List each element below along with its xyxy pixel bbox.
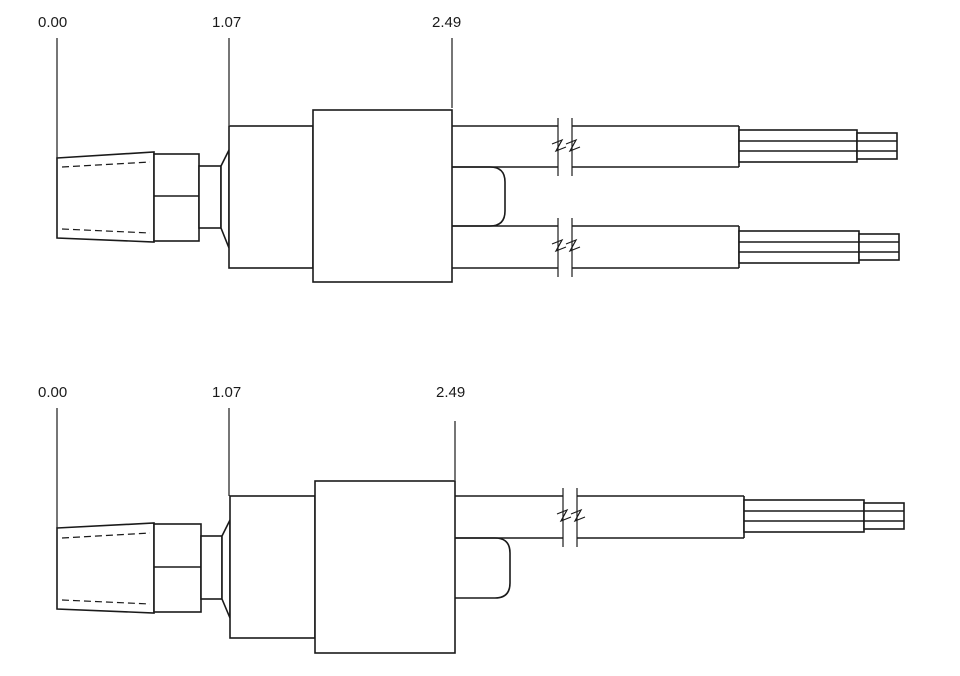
threaded-fitting [56, 151, 155, 243]
threaded-fitting [56, 522, 155, 614]
cable-upper [452, 118, 898, 176]
dimension-label-2: 2.49 [436, 384, 465, 401]
strain-relief [455, 537, 511, 599]
drawing-bottom: 0.00 1.07 2.49 [38, 384, 905, 654]
dimension-label-2: 2.49 [432, 14, 461, 31]
cable [455, 488, 905, 547]
neck [198, 149, 230, 249]
dimension-label-1: 1.07 [212, 14, 241, 31]
hex-nut [153, 523, 202, 613]
sensor-body [228, 125, 314, 269]
neck [200, 519, 231, 619]
hex-nut [153, 153, 200, 242]
sensor-housing [312, 109, 453, 283]
dimension-label-0: 0.00 [38, 384, 67, 401]
dimension-label-1: 1.07 [212, 384, 241, 401]
drawing-top: 0.00 1.07 2.49 [38, 14, 900, 283]
sensor-body [229, 495, 316, 639]
dimension-label-0: 0.00 [38, 14, 67, 31]
sensor-housing [314, 480, 456, 654]
strain-relief [452, 166, 506, 227]
cable-lower [452, 218, 900, 277]
